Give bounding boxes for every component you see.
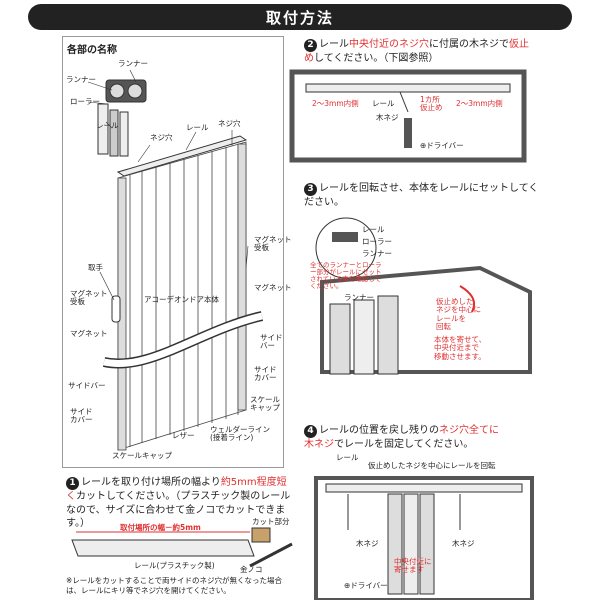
step4-rail: レール [336, 453, 359, 462]
label-screw-hole: ネジ穴 [150, 133, 173, 142]
step3-rotate-note: 仮止めした ネジを中心に レールを 回転 [436, 297, 481, 331]
label-runner-top: ランナー [118, 59, 148, 68]
label-side-bar-left: サイドバー [68, 381, 106, 390]
label-leather: レザー [172, 431, 195, 440]
label-scale-cap-bottom: スケールキャップ [112, 451, 172, 460]
step1-rail-label: レール(プラスチック製) [134, 561, 215, 570]
step3-roller: ローラー [362, 237, 392, 246]
step2-gap-left: 2～3mm内側 [312, 99, 359, 108]
door-body-illustration [117, 141, 247, 451]
step1-number: 1 [66, 477, 79, 490]
step2-driver: ⊕ドライバー [420, 141, 464, 150]
step2-wood-screw: 木ネジ [376, 113, 399, 122]
label-screw-hole-2: ネジ穴 [218, 119, 241, 128]
step1-width-label: 取付場所の幅－約5mm [120, 523, 201, 532]
handle-illustration [111, 295, 121, 323]
label-roller: ローラー [70, 97, 100, 106]
step4-wood-screw-left: 木ネジ [356, 539, 379, 548]
label-runner: ランナー [66, 75, 96, 84]
label-magnet-receiver-right: マグネット 受板 [254, 235, 292, 253]
step2-center-label: 1カ所 仮止め [420, 95, 443, 113]
header-title-bar: 取付方法 [28, 4, 572, 30]
step3-check-note: 全てのランナーとローラー部分がレールにセットされている事を確認してください。 [310, 261, 382, 291]
step4-center-note: 中央付近に 寄せます [394, 557, 432, 575]
step3-runner: ランナー [362, 249, 392, 258]
rail-illustration [116, 135, 248, 177]
step3-body-note: 本体を寄せて、 中央付近まで 移動させます。 [434, 335, 487, 361]
step3-number: 3 [304, 183, 317, 196]
label-scale-cap-right: スケール キャップ [250, 395, 280, 413]
label-handle: 取手 [88, 263, 103, 272]
step3-rail: レール [362, 225, 385, 234]
label-welder-line: ウェルダーライン (接着ライン) [210, 425, 270, 443]
step2-number: 2 [304, 39, 317, 52]
label-body: アコーデオンドア本体 [144, 295, 219, 304]
step4-driver: ⊕ドライバー [344, 581, 388, 590]
page-title: 取付方法 [265, 8, 334, 27]
label-magnet-right: マグネット [254, 283, 292, 292]
label-magnet-receiver-left: マグネット 受板 [70, 289, 108, 307]
step1-footnote: ※レールをカットすることで両サイドのネジ穴が無くなった場合は、レールにキリ等でネ… [66, 576, 283, 595]
label-rail-2: レール [186, 123, 209, 132]
label-side-cover-left: サイド カバー [70, 407, 93, 425]
step4-rotate: 仮止めしたネジを中心にレールを回転 [368, 461, 496, 470]
step1-saw-label: 金ノコ [240, 565, 263, 574]
label-rail: レール [96, 121, 119, 130]
step3-runner-2: ランナー [344, 293, 374, 302]
step1-cut-label: カット部分 [252, 517, 290, 526]
step2-gap-right: 2～3mm内側 [456, 99, 503, 108]
step2-rail-label: レール [372, 99, 395, 108]
runner-detail-illustration [97, 79, 147, 157]
step4-number: 4 [304, 425, 317, 438]
label-side-bar-right: サイド バー [260, 333, 283, 351]
label-side-cover-right: サイド カバー [254, 365, 277, 383]
step4-wood-screw-right: 木ネジ [452, 539, 475, 548]
parts-heading: 各部の名称 [67, 45, 117, 56]
label-magnet-left: マグネット [70, 329, 108, 338]
